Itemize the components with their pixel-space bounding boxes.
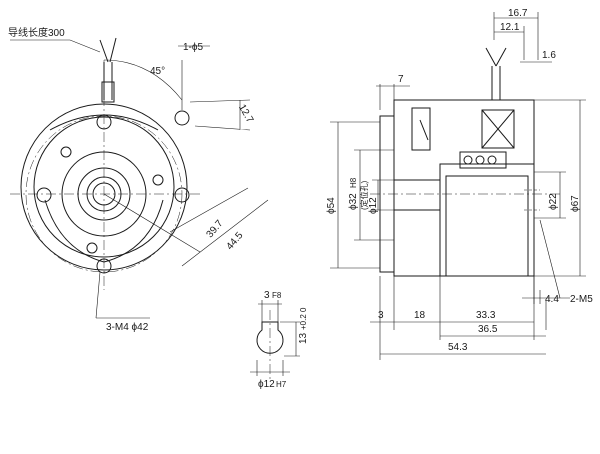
ball-3 bbox=[487, 155, 497, 165]
screw-left bbox=[36, 187, 52, 203]
lead-wire bbox=[99, 37, 117, 100]
housing-body bbox=[393, 99, 535, 277]
keyway-section bbox=[256, 321, 284, 354]
dim-54-3: 54.3 bbox=[448, 342, 468, 353]
shaft-dia-tol: H7 bbox=[276, 380, 287, 389]
dia-12: ϕ12 bbox=[368, 197, 379, 214]
locating-hole bbox=[174, 110, 190, 126]
bore-section bbox=[393, 179, 441, 211]
dim-44-5: 44.5 bbox=[225, 230, 246, 252]
dim-3: 3 bbox=[378, 310, 384, 321]
keyway-height-dim bbox=[280, 321, 300, 357]
angle-arc bbox=[103, 59, 183, 101]
dim-67-lines bbox=[534, 99, 586, 277]
armature-detail bbox=[411, 107, 431, 151]
key-height-tol: +0.2 0 bbox=[299, 307, 308, 330]
rivet-2 bbox=[152, 174, 164, 186]
bearing bbox=[459, 151, 507, 169]
dim-33-3: 33.3 bbox=[476, 310, 496, 321]
pcd-circle bbox=[25, 115, 183, 273]
tap-leader bbox=[539, 219, 570, 299]
screw-right bbox=[174, 187, 190, 203]
dim-12-lines bbox=[372, 179, 394, 211]
lead-wire-sleeve bbox=[101, 81, 115, 103]
dim-1-6: 1.6 bbox=[542, 50, 556, 61]
dim-7: 7 bbox=[398, 74, 404, 85]
keyway-dia-dim bbox=[250, 360, 290, 376]
mount-holes-leader bbox=[95, 271, 150, 319]
dim-12-1: 12.1 bbox=[500, 22, 520, 33]
rivet-1 bbox=[60, 146, 72, 158]
side-view: 16.7 12.1 7 1.6 ϕ54 ϕ32 H8 (定位孔) ϕ12 ϕ22… bbox=[326, 8, 593, 360]
keyway-width-dim bbox=[258, 300, 282, 322]
dim-16-7-lines bbox=[493, 12, 539, 60]
ball-2 bbox=[475, 155, 485, 165]
dia-67: ϕ67 bbox=[570, 195, 581, 212]
dim-12-7-lines bbox=[189, 99, 251, 131]
dim-7-lines bbox=[376, 84, 410, 110]
side-lead-wire bbox=[485, 47, 507, 100]
dim-32-lines bbox=[354, 149, 394, 241]
keyway-detail: 3 F8 13 +0.2 0 ϕ12 H7 bbox=[250, 290, 309, 390]
ball-1 bbox=[463, 155, 473, 165]
dim-12-7: 12.7 bbox=[236, 103, 255, 126]
rivet-3 bbox=[86, 242, 98, 254]
coil-box bbox=[481, 109, 515, 149]
key-height: 13 bbox=[298, 332, 309, 344]
shaft-dia: ϕ12 bbox=[258, 379, 275, 390]
dia-54: ϕ54 bbox=[326, 197, 337, 214]
dia-32-note: (定位孔) bbox=[359, 180, 369, 210]
dim-16-7: 16.7 bbox=[508, 8, 528, 19]
lead-wire-leader bbox=[10, 39, 101, 53]
dim-54-lines bbox=[330, 121, 380, 269]
dim-18: 18 bbox=[414, 310, 426, 321]
hole-spec-label: 1-ϕ5 bbox=[183, 42, 203, 53]
front-view: 导线长度300 45° 1-ϕ5 12.7 39.7 bbox=[8, 26, 269, 333]
lead-wire-label: 导线长度300 bbox=[8, 26, 65, 39]
hole-leader bbox=[178, 45, 210, 110]
dia-32-tol: H8 bbox=[349, 177, 358, 188]
key-width: 3 bbox=[264, 290, 270, 301]
dim-22-lines bbox=[534, 171, 566, 219]
rotor bbox=[445, 175, 529, 277]
dim-36-5: 36.5 bbox=[478, 324, 498, 335]
coil-cross bbox=[481, 109, 515, 149]
dim-4-4: 4.4 bbox=[545, 294, 559, 305]
angle-label: 45° bbox=[150, 66, 165, 77]
mount-holes-label: 3-M4 ϕ42 bbox=[106, 322, 149, 333]
dia-32: ϕ32 bbox=[348, 193, 359, 210]
tap-2m5: 2-M5 bbox=[570, 294, 593, 305]
dim-12-1-lines bbox=[494, 26, 525, 60]
dim-ext-lines bbox=[379, 276, 547, 360]
tap-holes bbox=[524, 189, 540, 211]
rotor-area bbox=[439, 163, 535, 277]
dim-diag-lines bbox=[103, 187, 269, 267]
key-width-tol: F8 bbox=[272, 291, 282, 300]
dia-22: ϕ22 bbox=[548, 193, 559, 210]
dim-39-7: 39.7 bbox=[205, 218, 226, 240]
